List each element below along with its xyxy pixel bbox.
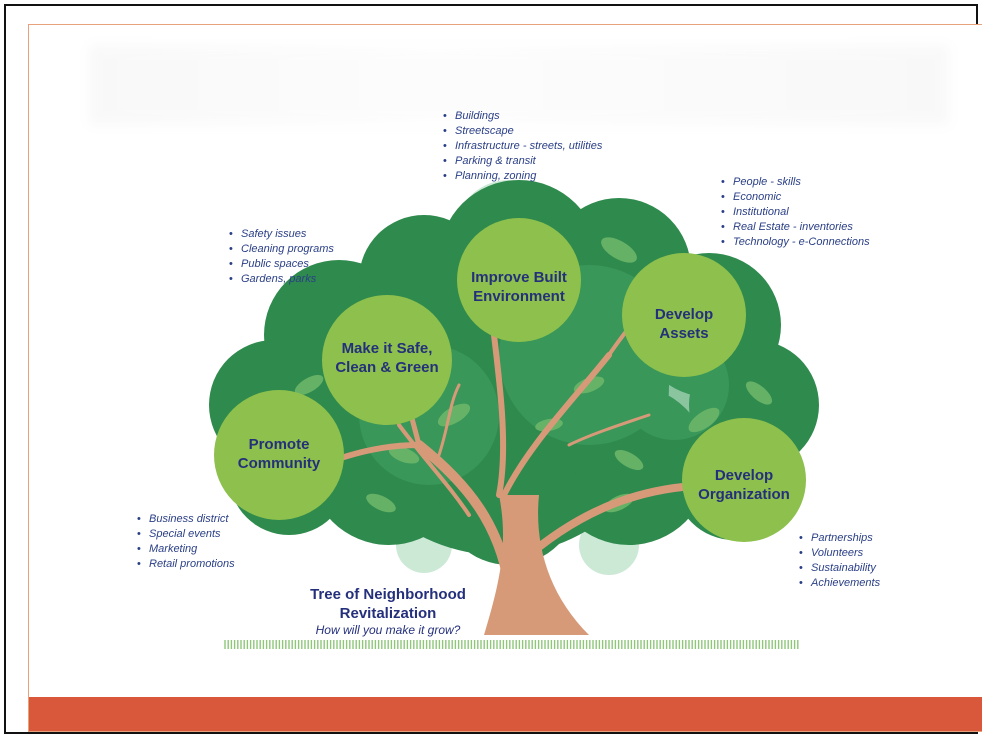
circle-built	[457, 218, 581, 342]
circle-assets	[622, 253, 746, 377]
bullet-item: Parking & transit	[443, 154, 602, 169]
bullet-item: Safety issues	[229, 227, 334, 242]
bullet-item: Institutional	[721, 205, 870, 220]
bullet-item: Volunteers	[799, 546, 880, 561]
bullet-item: Infrastructure - streets, utilities	[443, 139, 602, 154]
label-develop-organization: Develop Organization	[669, 466, 819, 504]
label-develop-assets: Develop Assets	[609, 305, 759, 343]
bullet-item: Streetscape	[443, 124, 602, 139]
diagram-title: Tree of Neighborhood Revitalization	[310, 586, 466, 622]
grass-line	[224, 640, 799, 649]
label-safe-clean-green: Make it Safe, Clean & Green	[312, 339, 462, 377]
bullet-item: Cleaning programs	[229, 242, 334, 257]
bullet-item: Gardens, parks	[229, 272, 334, 287]
bullet-item: Business district	[137, 512, 235, 527]
circle-safe	[322, 295, 452, 425]
page-frame: Promote Community Make it Safe, Clean & …	[4, 4, 982, 734]
bullet-item: Sustainability	[799, 561, 880, 576]
bullets-safe-clean-green: Safety issues Cleaning programs Public s…	[227, 227, 334, 287]
label-line: Clean & Green	[335, 359, 439, 376]
circle-promote	[214, 390, 344, 520]
label-line: Develop	[714, 467, 774, 484]
label-promote-community: Promote Community	[204, 435, 354, 473]
bullet-item: People - skills	[721, 175, 870, 190]
bullet-item: Economic	[721, 190, 870, 205]
bullet-item: Real Estate - inventories	[721, 220, 870, 235]
bullets-develop-assets: People - skills Economic Institutional R…	[719, 175, 870, 250]
diagram-subtitle: How will you make it grow?	[315, 623, 461, 637]
footer-band	[29, 697, 982, 731]
trunk	[484, 495, 589, 635]
label-line: Organization	[698, 486, 790, 503]
branch-circles	[214, 218, 806, 542]
bullet-item: Technology - e-Connections	[721, 235, 870, 250]
bullet-item: Planning, zoning	[443, 169, 602, 184]
circle-org	[682, 418, 806, 542]
tree-illustration	[209, 180, 819, 649]
bullets-develop-organization: Partnerships Volunteers Sustainability A…	[797, 531, 880, 591]
bullet-item: Special events	[137, 527, 235, 542]
label-line: Improve Built	[471, 269, 567, 286]
bullet-item: Achievements	[799, 576, 880, 591]
label-line: Develop	[654, 306, 714, 323]
bullet-item: Partnerships	[799, 531, 880, 546]
label-line: Promote	[248, 436, 310, 453]
label-line: Community	[237, 455, 321, 472]
slide: Promote Community Make it Safe, Clean & …	[28, 24, 982, 732]
bullets-promote-community: Business district Special events Marketi…	[135, 512, 235, 572]
label-line: Environment	[473, 288, 565, 305]
bullets-built-environment: Buildings Streetscape Infrastructure - s…	[441, 109, 602, 184]
bullet-item: Buildings	[443, 109, 602, 124]
label-improve-built-environment: Improve Built Environment	[444, 268, 594, 306]
label-line: Assets	[659, 325, 709, 342]
bullet-item: Marketing	[137, 542, 235, 557]
bullet-item: Retail promotions	[137, 557, 235, 572]
label-line: Make it Safe,	[341, 340, 433, 357]
bullet-item: Public spaces	[229, 257, 334, 272]
